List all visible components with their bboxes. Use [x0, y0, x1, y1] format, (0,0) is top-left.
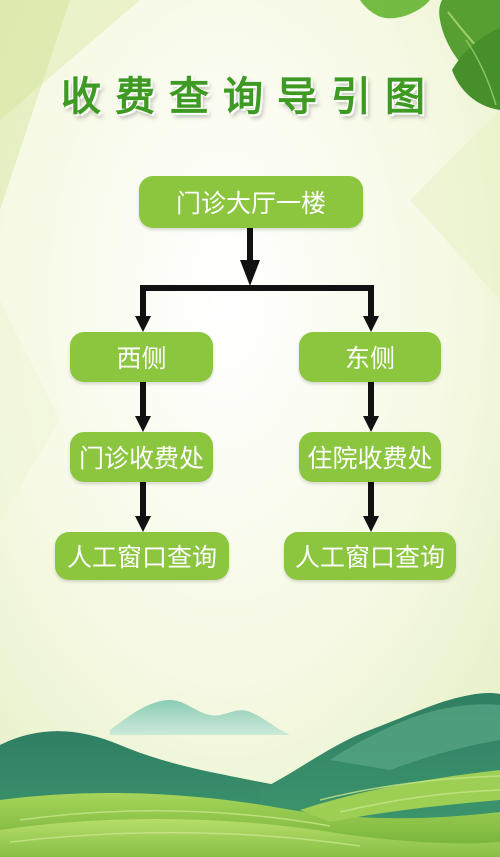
arrowhead-east — [363, 316, 379, 332]
node-manual-window-right: 人工窗口查询 — [284, 532, 456, 580]
arrowhead-inpatient — [363, 416, 379, 432]
node-root-lobby: 门诊大厅一楼 — [139, 176, 363, 228]
arrowhead-outpatient — [135, 416, 151, 432]
node-manual-window-left: 人工窗口查询 — [55, 532, 229, 580]
arrowhead-manual-left — [135, 516, 151, 532]
node-inpatient-cashier: 住院收费处 — [299, 432, 441, 482]
arrowhead-manual-right — [363, 516, 379, 532]
arrowhead-root — [240, 260, 260, 286]
leaf-decoration — [360, 0, 500, 110]
node-east-side: 东侧 — [299, 332, 441, 382]
node-west-side: 西侧 — [70, 332, 213, 382]
node-outpatient-cashier: 门诊收费处 — [70, 432, 213, 482]
arrowhead-west — [135, 316, 151, 332]
page-title: 收费查询导引图 — [61, 74, 439, 120]
